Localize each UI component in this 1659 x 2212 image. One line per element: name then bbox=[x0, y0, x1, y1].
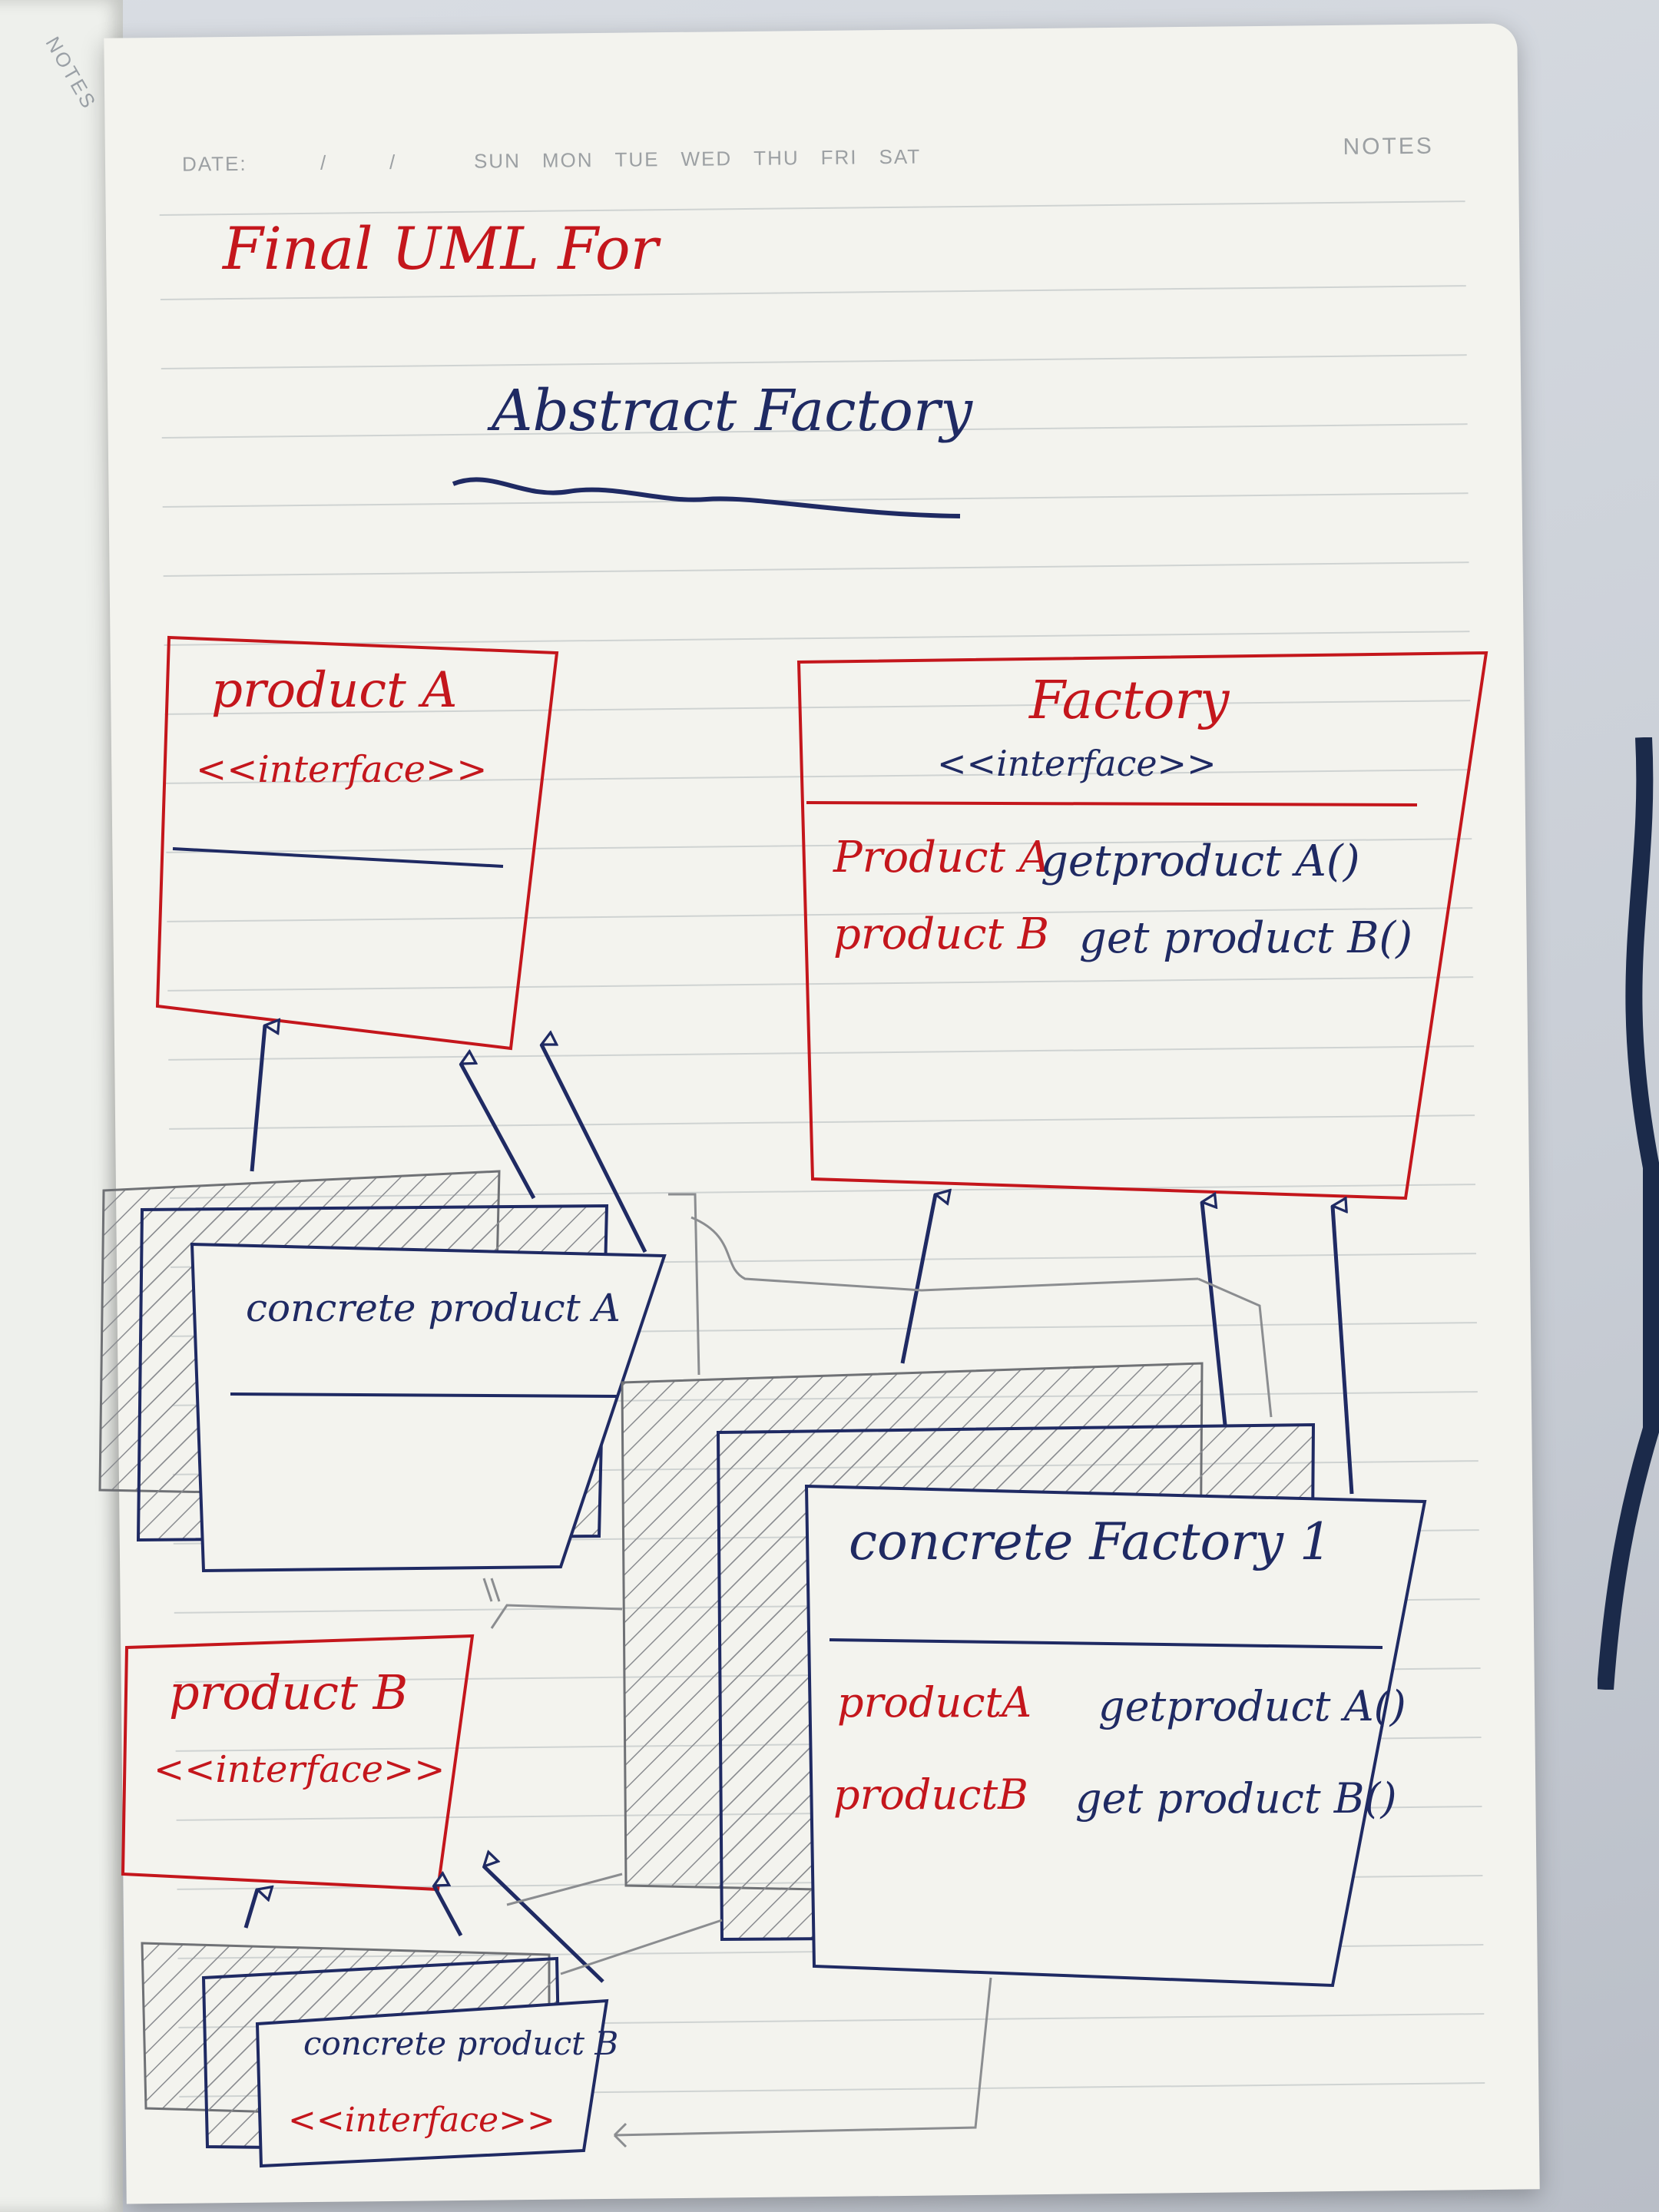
arrow-concrete-b-to-product-b bbox=[243, 1889, 257, 1929]
title-underline bbox=[452, 477, 961, 518]
class-product-a: product A <<interface>> bbox=[155, 635, 559, 1051]
class-concrete-factory: concrete Factory 1 productA getproduct A… bbox=[621, 1362, 1427, 1988]
arrow-concrete-a-to-product-a bbox=[461, 1064, 536, 1200]
class-product-b: product B <<interface>> bbox=[121, 1634, 475, 1892]
arrow-concrete-factory-to-factory bbox=[900, 1194, 935, 1364]
arrow-concrete-b-to-product-b bbox=[434, 1886, 463, 1937]
arrow-concrete-a-to-product-a bbox=[250, 1025, 265, 1172]
inheritance-arrows bbox=[243, 1025, 1354, 1983]
concrete-factory-method-1-signature: getproduct A() bbox=[1098, 1682, 1406, 1730]
arrow-concrete-b-to-product-b bbox=[484, 1866, 604, 1983]
product-b-stereotype: <<interface>> bbox=[154, 1748, 445, 1791]
concrete-factory-method-2-type: productB bbox=[833, 1770, 1028, 1819]
arrow-concrete-factory-to-factory bbox=[1202, 1202, 1227, 1426]
elastic-strap bbox=[1598, 737, 1659, 1690]
class-concrete-product-a: concrete product A bbox=[98, 1170, 667, 1573]
product-a-stereotype: <<interface>> bbox=[196, 748, 487, 791]
concrete-factory-method-1-type: productA bbox=[837, 1678, 1031, 1727]
factory-stereotype: <<interface>> bbox=[937, 743, 1217, 784]
title-line-1: Final UML For bbox=[221, 214, 662, 283]
concrete-product-b-name: concrete product B bbox=[303, 2025, 618, 2062]
factory-method-1-signature: getproduct A() bbox=[1041, 836, 1360, 886]
concrete-factory-method-2-signature: get product B() bbox=[1075, 1774, 1397, 1823]
factory-method-2-type: product B bbox=[833, 909, 1049, 959]
concrete-product-b-stereotype: <<interface>> bbox=[288, 2101, 555, 2140]
left-page: NOTES bbox=[0, 0, 123, 2212]
factory-method-1-type: Product A bbox=[833, 833, 1050, 882]
class-concrete-product-b: concrete product B <<interface>> bbox=[141, 1942, 618, 2168]
title-line-2: Abstract Factory bbox=[487, 378, 973, 444]
arrow-concrete-factory-to-factory bbox=[1333, 1206, 1354, 1495]
concrete-factory-name: concrete Factory 1 bbox=[849, 1512, 1332, 1571]
class-factory: Factory <<interface>> Product A getprodu… bbox=[796, 651, 1488, 1200]
arrow-concrete-a-to-product-a bbox=[541, 1045, 647, 1253]
product-a-name: product A bbox=[211, 662, 457, 719]
product-b-name: product B bbox=[169, 1664, 408, 1720]
concrete-product-a-name: concrete product A bbox=[246, 1286, 621, 1330]
factory-name: Factory bbox=[1028, 671, 1230, 731]
factory-method-2-signature: get product B() bbox=[1079, 913, 1412, 963]
pencil-dependency-lines bbox=[482, 1193, 1273, 2148]
